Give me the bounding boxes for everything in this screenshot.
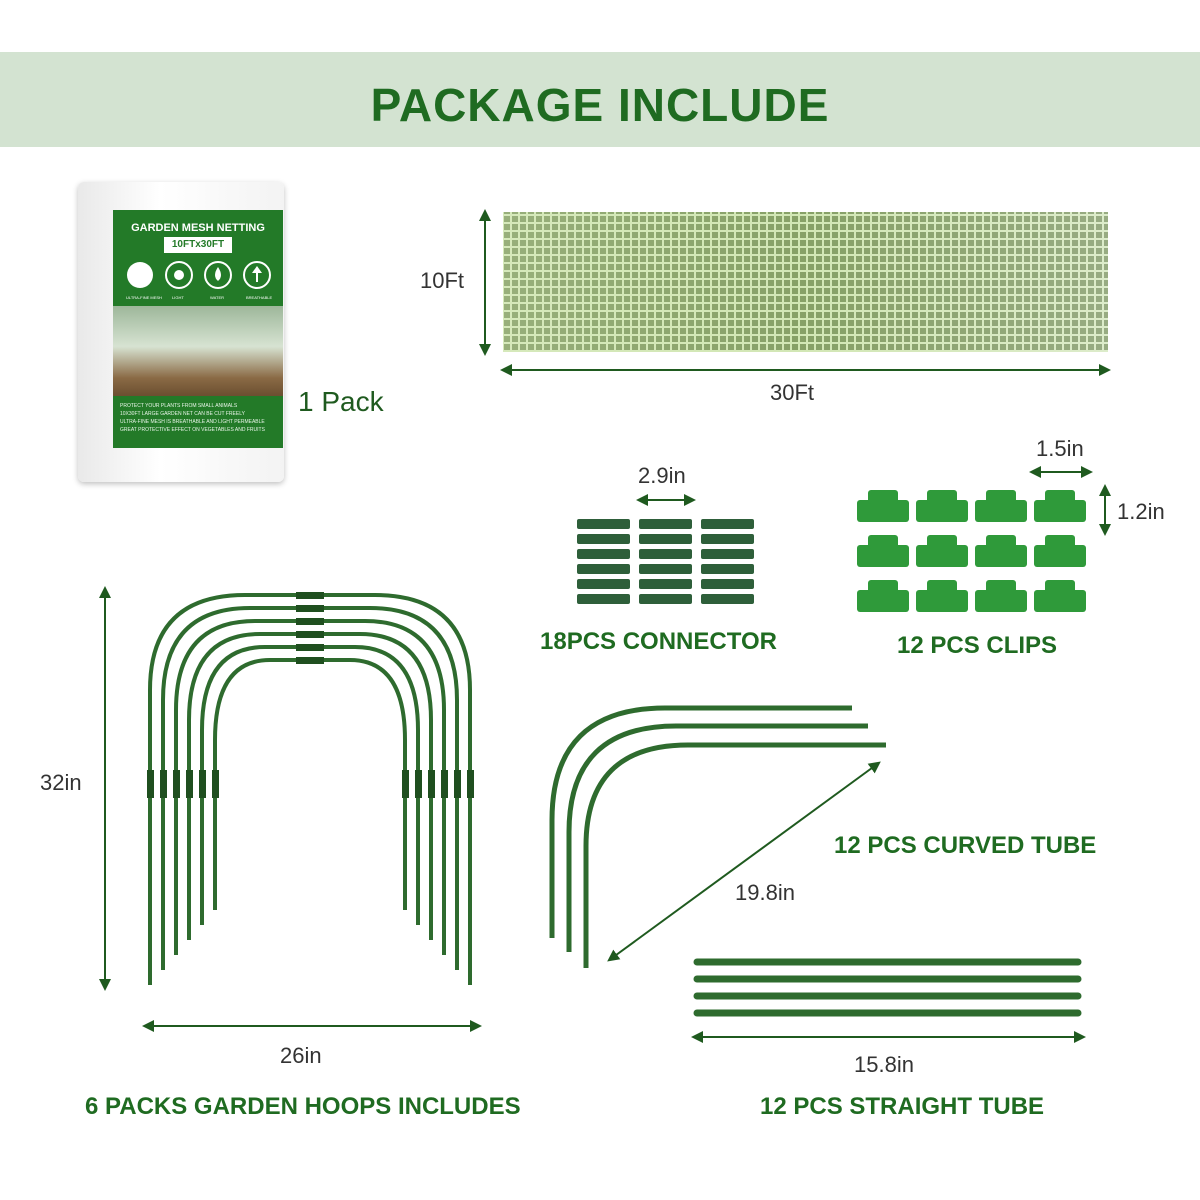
water-drop-icon: [204, 261, 232, 289]
connector: [639, 594, 692, 604]
sun-icon: [165, 261, 193, 289]
package-label-size: 10FTx30FT: [164, 237, 232, 253]
straight-tube-caption: 12 PCS STRAIGHT TUBE: [760, 1093, 1045, 1120]
svg-text:ULTRA-FINE MESH: ULTRA-FINE MESH: [126, 295, 162, 300]
hoop: [187, 632, 433, 940]
connector: [701, 534, 754, 544]
package-label-title: GARDEN MESH NETTING: [131, 222, 265, 234]
connector-dimension-label: 2.9in: [638, 463, 686, 488]
connector: [577, 549, 630, 559]
connector: [639, 519, 692, 529]
connector: [701, 519, 754, 529]
clip: [975, 535, 1027, 567]
connector: [639, 579, 692, 589]
connector: [639, 534, 692, 544]
curved-tube-length-label: 19.8in: [735, 880, 795, 905]
netting-height-label: 10Ft: [420, 268, 465, 293]
connector: [577, 534, 630, 544]
curved-tube: [566, 723, 868, 952]
connector: [577, 519, 630, 529]
connector: [577, 594, 630, 604]
clip-height-label: 1.2in: [1117, 499, 1165, 524]
header-banner: [0, 52, 1200, 147]
mesh-netting-panel: [503, 212, 1108, 352]
connector-caption: 18PCS CONNECTOR: [540, 628, 777, 655]
connector-group: [577, 519, 754, 604]
straight-tube-length-label: 15.8in: [854, 1052, 914, 1077]
straight-tubes: [693, 958, 1082, 1017]
clip: [857, 535, 909, 567]
hoop-width-label: 26in: [280, 1043, 322, 1068]
connector: [701, 549, 754, 559]
connector: [577, 579, 630, 589]
netting-width-label: 30Ft: [770, 380, 815, 405]
hoop-joints: [147, 592, 474, 798]
svg-text:BREATHABLE: BREATHABLE: [246, 295, 272, 300]
clip: [1034, 490, 1086, 522]
clips-caption: 12 PCS CLIPS: [897, 632, 1058, 659]
connector: [577, 564, 630, 574]
clip: [975, 580, 1027, 612]
curved-tube-caption: 12 PCS CURVED TUBE: [834, 832, 1097, 859]
package-feature-icons: ULTRA-FINE MESH LIGHT WATER BREATHABLE: [126, 261, 272, 300]
breathable-icon: [243, 261, 271, 289]
connector: [701, 594, 754, 604]
mesh-icon: [127, 262, 153, 288]
svg-text:WATER: WATER: [210, 295, 224, 300]
package-count: 1 Pack: [298, 386, 384, 417]
clip: [916, 490, 968, 522]
connector: [639, 564, 692, 574]
hoop: [200, 645, 420, 925]
clip: [1034, 535, 1086, 567]
package-bullet-list: PROTECT YOUR PLANTS FROM SMALL ANIMALS 1…: [120, 403, 265, 433]
clip: [1034, 580, 1086, 612]
hoop: [213, 658, 407, 910]
package-greenhouse-photo: [113, 306, 283, 396]
clip: [857, 580, 909, 612]
clip-width-label: 1.5in: [1036, 436, 1084, 461]
connector: [701, 564, 754, 574]
clip: [975, 490, 1027, 522]
connector: [639, 549, 692, 559]
svg-text:LIGHT: LIGHT: [172, 295, 184, 300]
hoops-caption: 6 PACKS GARDEN HOOPS INCLUDES: [85, 1093, 521, 1120]
curved-tube: [549, 705, 852, 938]
clip: [857, 490, 909, 522]
clip: [916, 580, 968, 612]
connector: [701, 579, 754, 589]
clip-group: [857, 490, 1086, 612]
clip: [916, 535, 968, 567]
hoop-height-label: 32in: [40, 770, 82, 795]
page-title: PACKAGE INCLUDE: [370, 79, 830, 131]
curved-tube-length-arrow: [607, 761, 881, 962]
